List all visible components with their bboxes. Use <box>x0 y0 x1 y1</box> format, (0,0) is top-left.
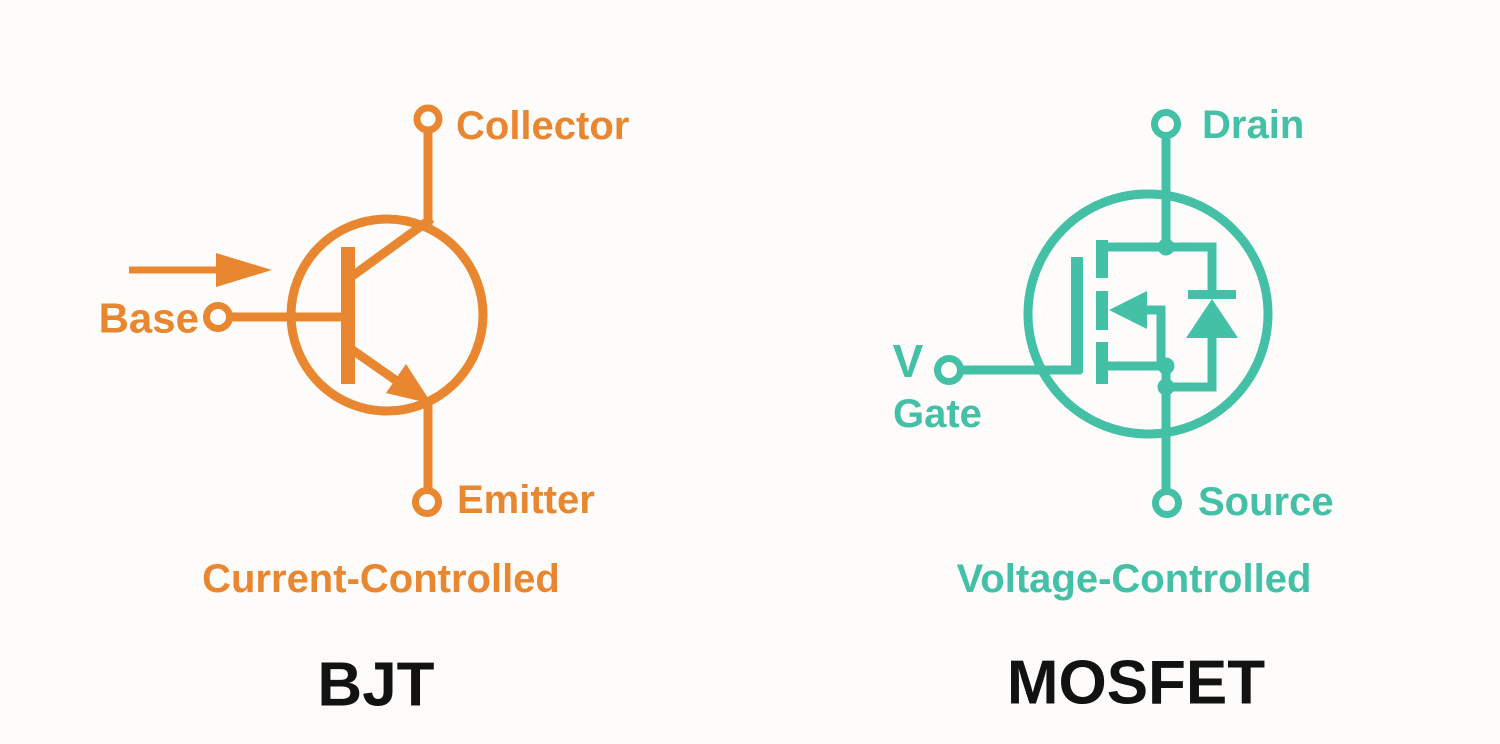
mosfet-gate-label: Gate <box>893 392 982 436</box>
mosfet-body-diode-triangle <box>1186 299 1238 338</box>
mosfet-drain-junction-dot <box>1157 238 1175 256</box>
bjt-base-current-arrow-head <box>216 253 272 287</box>
bjt-symbol: Collector Base Emitter Current-Controlle… <box>99 104 630 720</box>
bjt-emitter-terminal <box>412 487 442 517</box>
mosfet-body-diode-cathode-bar <box>1188 290 1236 299</box>
mosfet-source-terminal <box>1152 488 1182 518</box>
mosfet-caption: Voltage-Controlled <box>957 557 1312 601</box>
bjt-title: BJT <box>317 651 434 720</box>
bjt-emitter-arrow-head <box>386 364 432 404</box>
mosfet-gate-bar <box>1071 257 1083 373</box>
bjt-base-terminal <box>203 302 233 332</box>
bjt-emitter-label: Emitter <box>457 478 595 522</box>
mosfet-symbol: Drain V Gate Source Voltage-Controlled M… <box>893 103 1334 718</box>
mosfet-title: MOSFET <box>1007 649 1265 718</box>
bjt-collector-diagonal <box>344 214 435 284</box>
mosfet-body-arrow-head <box>1109 291 1147 329</box>
mosfet-channel-segment-middle <box>1096 291 1108 330</box>
mosfet-gate-voltage-label: V <box>893 335 924 387</box>
bjt-base-label: Base <box>99 295 199 342</box>
bjt-collector-terminal <box>413 104 443 134</box>
mosfet-drain-terminal <box>1151 109 1181 139</box>
mosfet-source-label: Source <box>1198 480 1334 524</box>
mosfet-gate-terminal <box>934 355 964 385</box>
mosfet-drain-label: Drain <box>1202 103 1304 147</box>
bjt-collector-label: Collector <box>456 104 629 148</box>
mosfet-envelope-circle <box>1023 189 1273 439</box>
bjt-caption: Current-Controlled <box>202 557 560 601</box>
